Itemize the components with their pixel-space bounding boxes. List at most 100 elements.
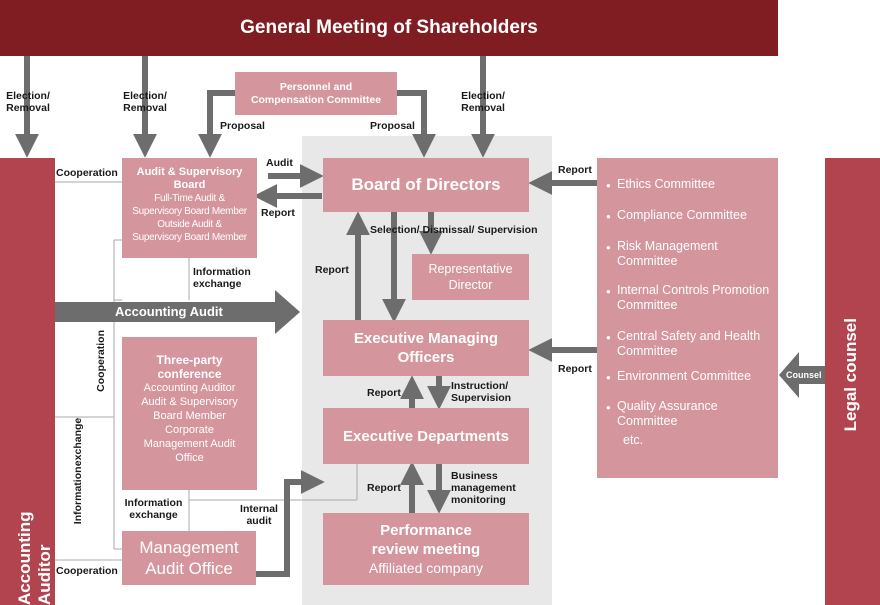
instruction-line-2: Supervision [451,392,512,404]
internal-audit-line-1: Internal [240,503,278,515]
three-party-member-6: Office [175,452,204,464]
election-line-2: Removal [461,102,505,114]
cooperation-label-bottom: Cooperation [56,565,118,577]
proposal-label-left: Proposal [220,120,265,132]
business-line-1: Business [451,470,498,482]
audit-board-title-2: Board [173,179,206,191]
business-line-2: management [451,482,516,494]
info-exchange-line-1: Information [193,266,251,278]
info-exchange-line-2: exchange [129,509,178,521]
internal-audit-label: Internal audit [236,503,282,527]
general-meeting-banner: General Meeting of Shareholders [0,0,778,56]
internal-audit-line-2: audit [246,515,272,527]
board-of-directors-label: Board of Directors [351,175,501,194]
rep-director-line-2: Director [448,278,493,292]
election-removal-label-3: Election/ Removal [461,90,505,114]
three-party-member-4: Corporate [165,424,214,436]
three-party-member-1: Accounting Auditor [143,382,236,394]
audit-board-member-3: Outside Audit & [157,219,222,230]
committee-item: Internal Controls Promotion Committee [606,283,770,329]
accounting-audit-arrow [55,290,300,334]
election-removal-label-2: Election/ Removal [123,90,167,114]
election-line-1: Election/ [461,90,505,102]
report-label-officers-board: Report [315,264,349,276]
executive-managing-officers: Executive Managing Officers [323,320,529,376]
instruction-line-1: Instruction/ [451,380,509,392]
audit-board-title-1: Audit & Supervisory [136,166,243,178]
election-line-2: Removal [6,102,50,114]
accounting-auditor-label: Accounting Auditor [15,511,54,605]
performance-review-meeting: Performance review meeting Affiliated co… [323,513,529,585]
business-line-3: monitoring [451,494,506,506]
performance-title-2: review meeting [371,540,481,558]
info-exchange-v-line-1: Information [72,466,84,525]
committee-item: Ethics Committee [606,177,770,208]
counsel-arrow [779,352,825,398]
three-party-member-5: Management Audit [143,438,236,450]
info-exchange-line-2: exchange [193,278,242,290]
report-label-committees: Report [558,164,592,176]
report-label-departments: Report [367,387,401,399]
instruction-supervision-label: Instruction/ Supervision [451,380,511,404]
representative-director: Representative Director [412,254,529,300]
information-exchange-vertical: Information exchange [72,418,84,524]
three-party-title-2: conference [157,367,222,381]
audit-board-member-2: Supervisory Board Member [132,206,247,217]
business-management-monitoring-label: Business management monitoring [451,470,516,506]
cooperation-label-vertical: Cooperation [95,330,107,392]
election-line-1: Election/ [6,90,50,102]
committee-item: Environment Committee [606,369,770,399]
three-party-conference: Three-party conference Accounting Audito… [122,337,257,490]
counsel-label: Counsel [786,370,822,380]
committee-item: Central Safety and Health Committee [606,329,770,369]
committee-item: Risk Management Committee [606,239,770,283]
election-line-2: Removal [123,102,167,114]
accounting-auditor-bar: Accounting Auditor [0,158,55,605]
personnel-line-2: Compensation Committee [250,93,382,106]
mao-line-1: Management [139,538,239,557]
legal-counsel-label: Legal counsel [841,318,860,432]
election-line-1: Election/ [123,90,167,102]
info-exchange-v-line-2: exchange [72,418,84,467]
legal-counsel-bar: Legal counsel [825,158,880,605]
audit-supervisory-board: Audit & Supervisory Board Full-Time Audi… [122,158,257,258]
committees-etc: etc. [623,433,644,447]
executive-departments-label: Executive Departments [343,427,509,445]
personnel-line-1: Personnel and [279,80,353,93]
three-party-member-2: Audit & Supervisory [141,396,238,408]
thick-arrows [15,56,597,577]
report-label-performance: Report [367,482,401,494]
report-label-audit-board: Report [261,207,295,219]
executive-departments: Executive Departments [323,408,529,464]
mao-line-2: Audit Office [145,559,233,578]
proposal-label-right: Proposal [370,120,415,132]
election-removal-label-1: Election/ Removal [6,90,50,114]
committee-item: Compliance Committee [606,208,770,239]
committee-list: Ethics Committee Compliance Committee Ri… [606,177,770,433]
information-exchange-label-top: Information exchange [193,266,251,290]
management-audit-office: Management Audit Office [122,531,256,585]
general-meeting-title: General Meeting of Shareholders [240,17,538,38]
three-party-title-1: Three-party [156,353,223,367]
rep-director-line-1: Representative [428,262,513,276]
audit-board-member-4: Supervisory Board Member [132,232,247,243]
exec-officers-line-2: Officers [397,349,455,366]
performance-title-1: Performance [380,521,472,539]
report-label-officers-committees: Report [558,363,592,375]
cooperation-label-top: Cooperation [56,167,118,179]
audit-board-member-1: Full-Time Audit & [154,193,225,204]
committees-panel: Ethics Committee Compliance Committee Ri… [597,158,778,478]
three-party-member-3: Board Member [153,410,226,422]
selection-dismissal-label: Selection/ Dismissal/ Supervision [370,224,538,236]
personnel-compensation-committee: Personnel and Compensation Committee [235,72,397,115]
exec-officers-line-1: Executive Managing [353,330,499,347]
info-exchange-line-1: Information [124,497,183,509]
information-exchange-label-bottom: Information exchange [121,497,186,521]
accounting-audit-label: Accounting Audit [115,304,223,319]
committee-item: Quality Assurance Committee [606,399,770,433]
thin-connectors [55,181,358,561]
performance-sub: Affiliated company [368,559,484,576]
board-of-directors: Board of Directors [323,158,529,212]
audit-label: Audit [266,157,293,169]
